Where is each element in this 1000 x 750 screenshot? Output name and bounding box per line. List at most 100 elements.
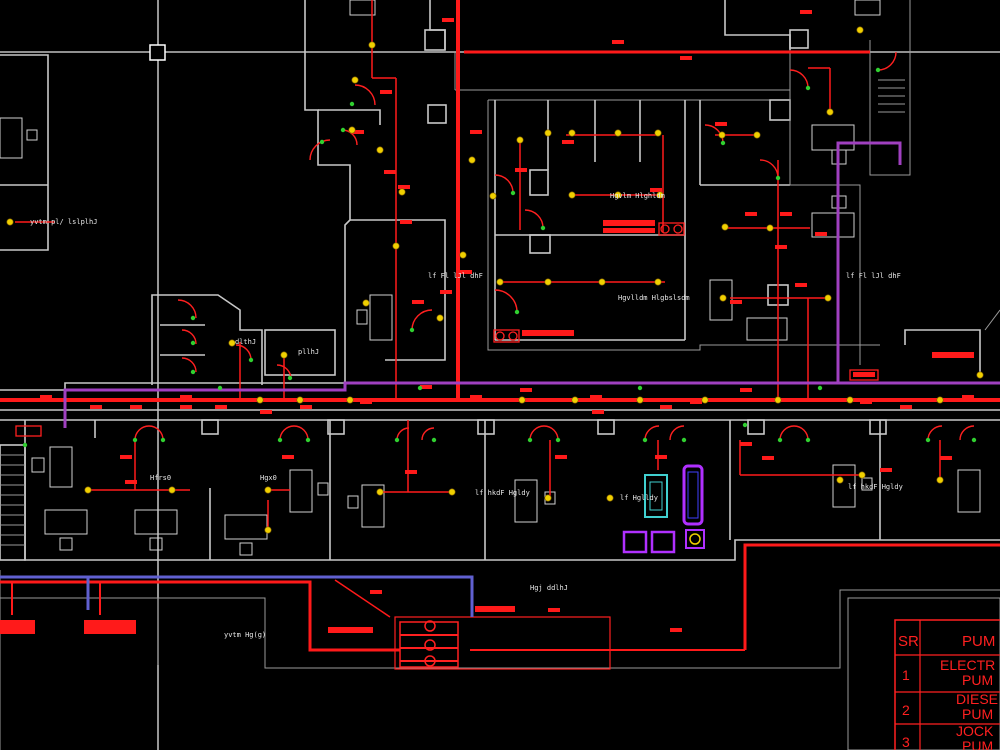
sprinkler-head-icon [701,396,709,404]
pipe-tag [460,270,472,274]
sprinkler-head-icon [496,278,504,286]
pipe-tag [680,56,692,60]
table-row-sr: 1 [902,667,910,683]
pipe-tag [740,442,752,446]
sprinkler-head-icon [348,126,356,134]
sprinkler-head-icon [392,242,400,250]
room-label: Hgj ddlhJ [530,584,568,592]
sprinkler-head-icon [256,396,264,404]
table-row-desc: DIESE [956,691,998,707]
room-label: Hgx0 [260,474,277,482]
sprinkler-head-icon [774,396,782,404]
table-row-desc: ELECTR [940,657,995,673]
door-node [394,437,400,443]
pipe-tag [520,388,532,392]
branch-pipes [15,0,941,530]
sprinkler-head-icon [571,396,579,404]
table-row-sr: 2 [902,702,910,718]
pipe-tag [795,283,807,287]
sprinkler-head-icon [636,396,644,404]
pipe-tag [470,130,482,134]
room-label: Hgvlm Hlghldm [610,192,665,200]
sprinkler-head-icon [719,294,727,302]
sprinkler-head-icon [362,299,370,307]
sprinkler-head-icon [598,278,606,286]
valve-boxes [15,222,879,437]
room-label: yvtm pl/ lslplhJ [30,218,97,226]
sprinkler-head-icon [436,314,444,322]
sprinkler-head-icon [489,192,497,200]
fire-pump-icon[interactable] [424,620,436,632]
pipe-tag [300,405,312,409]
pipe-tag [398,185,410,189]
sprinkler-head-icon [826,108,834,116]
pipe-tag [880,468,892,472]
pipe-tag [405,470,417,474]
crosshair-icon[interactable] [149,44,166,61]
fire-pump-icon[interactable] [424,655,436,667]
pipe-tag [962,395,974,399]
door-node [925,437,931,443]
sprinkler-head-icon [721,223,729,231]
pipe-tag [940,456,952,460]
sprinkler-head-icon [606,494,614,502]
door-node [817,385,823,391]
table-row-sr: 3 [902,734,910,750]
fire-pump-icon[interactable] [424,639,436,651]
sprinkler-head-icon [6,218,14,226]
door-node [319,139,325,145]
door-node [340,127,346,133]
pipe-tag [360,400,372,404]
pipe-tag [125,480,137,484]
pump-assembly [399,620,459,668]
room-label: dlthJ [235,338,256,346]
drain-lines [0,141,1000,617]
door-node [775,175,781,181]
stair-left [0,444,26,561]
sprinkler-head-icon [976,371,984,379]
sprinkler-head-icon [936,476,944,484]
door-node [742,422,748,428]
pipe-tag [820,398,832,402]
door-node [527,437,533,443]
sprinkler-head-icon [568,129,576,137]
sprinkler-head-icon [280,351,288,359]
pipe-tag [690,400,702,404]
door-node [875,67,881,73]
sprinkler-head-icon [836,476,844,484]
sprinkler-head-icon [468,156,476,164]
room-label: Hgvlldm Hlgbslsdm [618,294,690,302]
pipe-tag [515,168,527,172]
sprinkler-head-icon [614,129,622,137]
door-node [190,340,196,346]
door-node [305,437,311,443]
door-node [190,315,196,321]
sprinkler-head-icon [824,294,832,302]
pipe-tag [440,290,452,294]
pipe-tag [590,395,602,399]
door-node [555,437,561,443]
table-header-pump: PUM [962,633,995,650]
door-node [287,375,293,381]
pipe-tag [412,300,424,304]
pipe-tag [420,385,432,389]
sprinkler-head-icon [654,129,662,137]
sprinkler-head-icon [228,339,236,347]
door-node [132,437,138,443]
pipe-tag [555,455,567,459]
door-node [277,437,283,443]
sprinkler-head-icon [654,278,662,286]
equipment-bars [0,220,974,634]
table-row-desc: PUM [962,738,993,750]
table-row-desc: PUM [962,672,993,688]
sprinkler-head-icon [516,136,524,144]
sprinkler-head-icon [544,278,552,286]
sprinkler-head-icon [351,76,359,84]
pipe-tag [740,388,752,392]
door-node [637,385,643,391]
pipe-tags [40,10,974,632]
door-node [805,437,811,443]
pipe-tag [120,455,132,459]
